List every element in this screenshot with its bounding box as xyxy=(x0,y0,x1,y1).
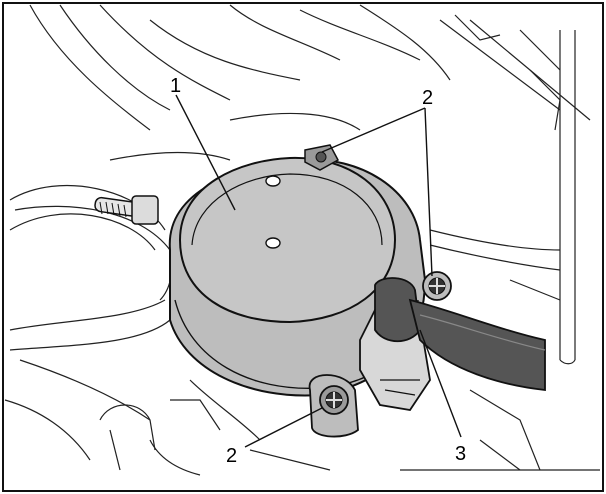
callout-1: 1 xyxy=(170,75,181,97)
hose-clamp-screw xyxy=(94,195,159,225)
electrical-connector xyxy=(359,277,431,411)
lid-hole-icon xyxy=(265,237,281,249)
callout-2-bottom: 2 xyxy=(226,445,237,467)
callout-leaders xyxy=(175,94,462,448)
engine-bay-background xyxy=(4,4,600,476)
lid-hole-icon xyxy=(265,175,281,187)
canister-lid xyxy=(178,156,397,324)
fastener-right xyxy=(422,271,452,301)
fastener-bottom xyxy=(308,374,359,438)
callout-2-top: 2 xyxy=(422,87,433,109)
callout-3: 3 xyxy=(455,443,466,465)
cable-harness xyxy=(408,298,546,392)
fastener-top xyxy=(304,144,340,171)
